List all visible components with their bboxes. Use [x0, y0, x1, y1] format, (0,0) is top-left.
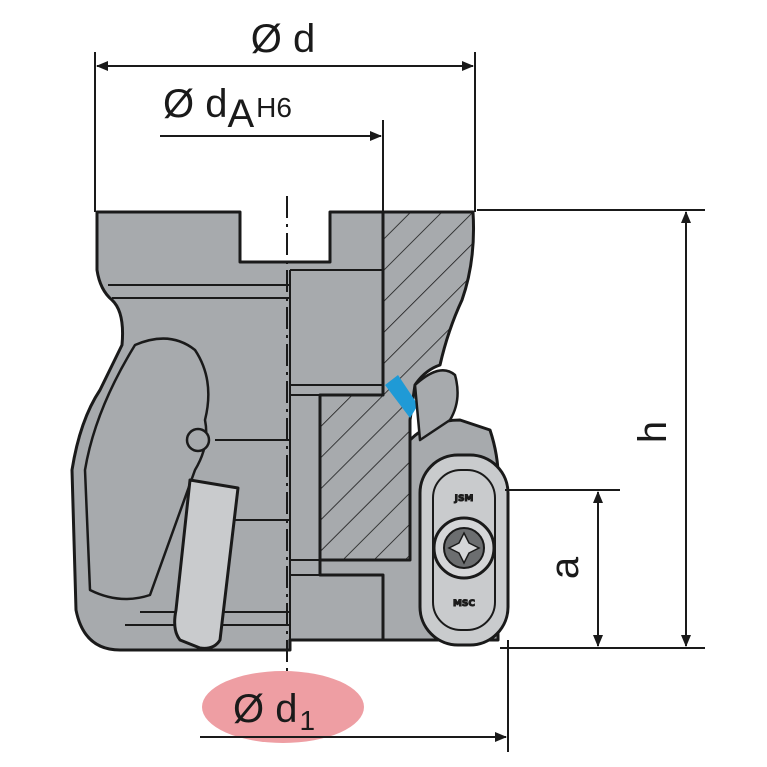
label-d1: Ø d1 — [233, 687, 315, 736]
dimension-a — [505, 489, 620, 647]
dimension-d-outer — [94, 52, 476, 212]
insert-mark-top: JSM — [454, 494, 474, 504]
label-d-outer: Ø d — [251, 17, 315, 61]
label-d-bore: Ø dAH6 — [163, 82, 292, 136]
insert-right: JSM MSC — [418, 453, 510, 647]
dimension-d-bore — [160, 120, 384, 212]
coolant-channel — [385, 375, 418, 418]
label-a: a — [543, 556, 587, 579]
d1-highlight — [202, 671, 364, 743]
insert-mark-bottom: MSC — [453, 599, 475, 609]
cutter-body — [70, 210, 385, 652]
insert-left — [173, 478, 240, 650]
label-h: h — [631, 421, 675, 443]
dimension-d1 — [200, 640, 509, 752]
dimension-h — [477, 209, 705, 649]
